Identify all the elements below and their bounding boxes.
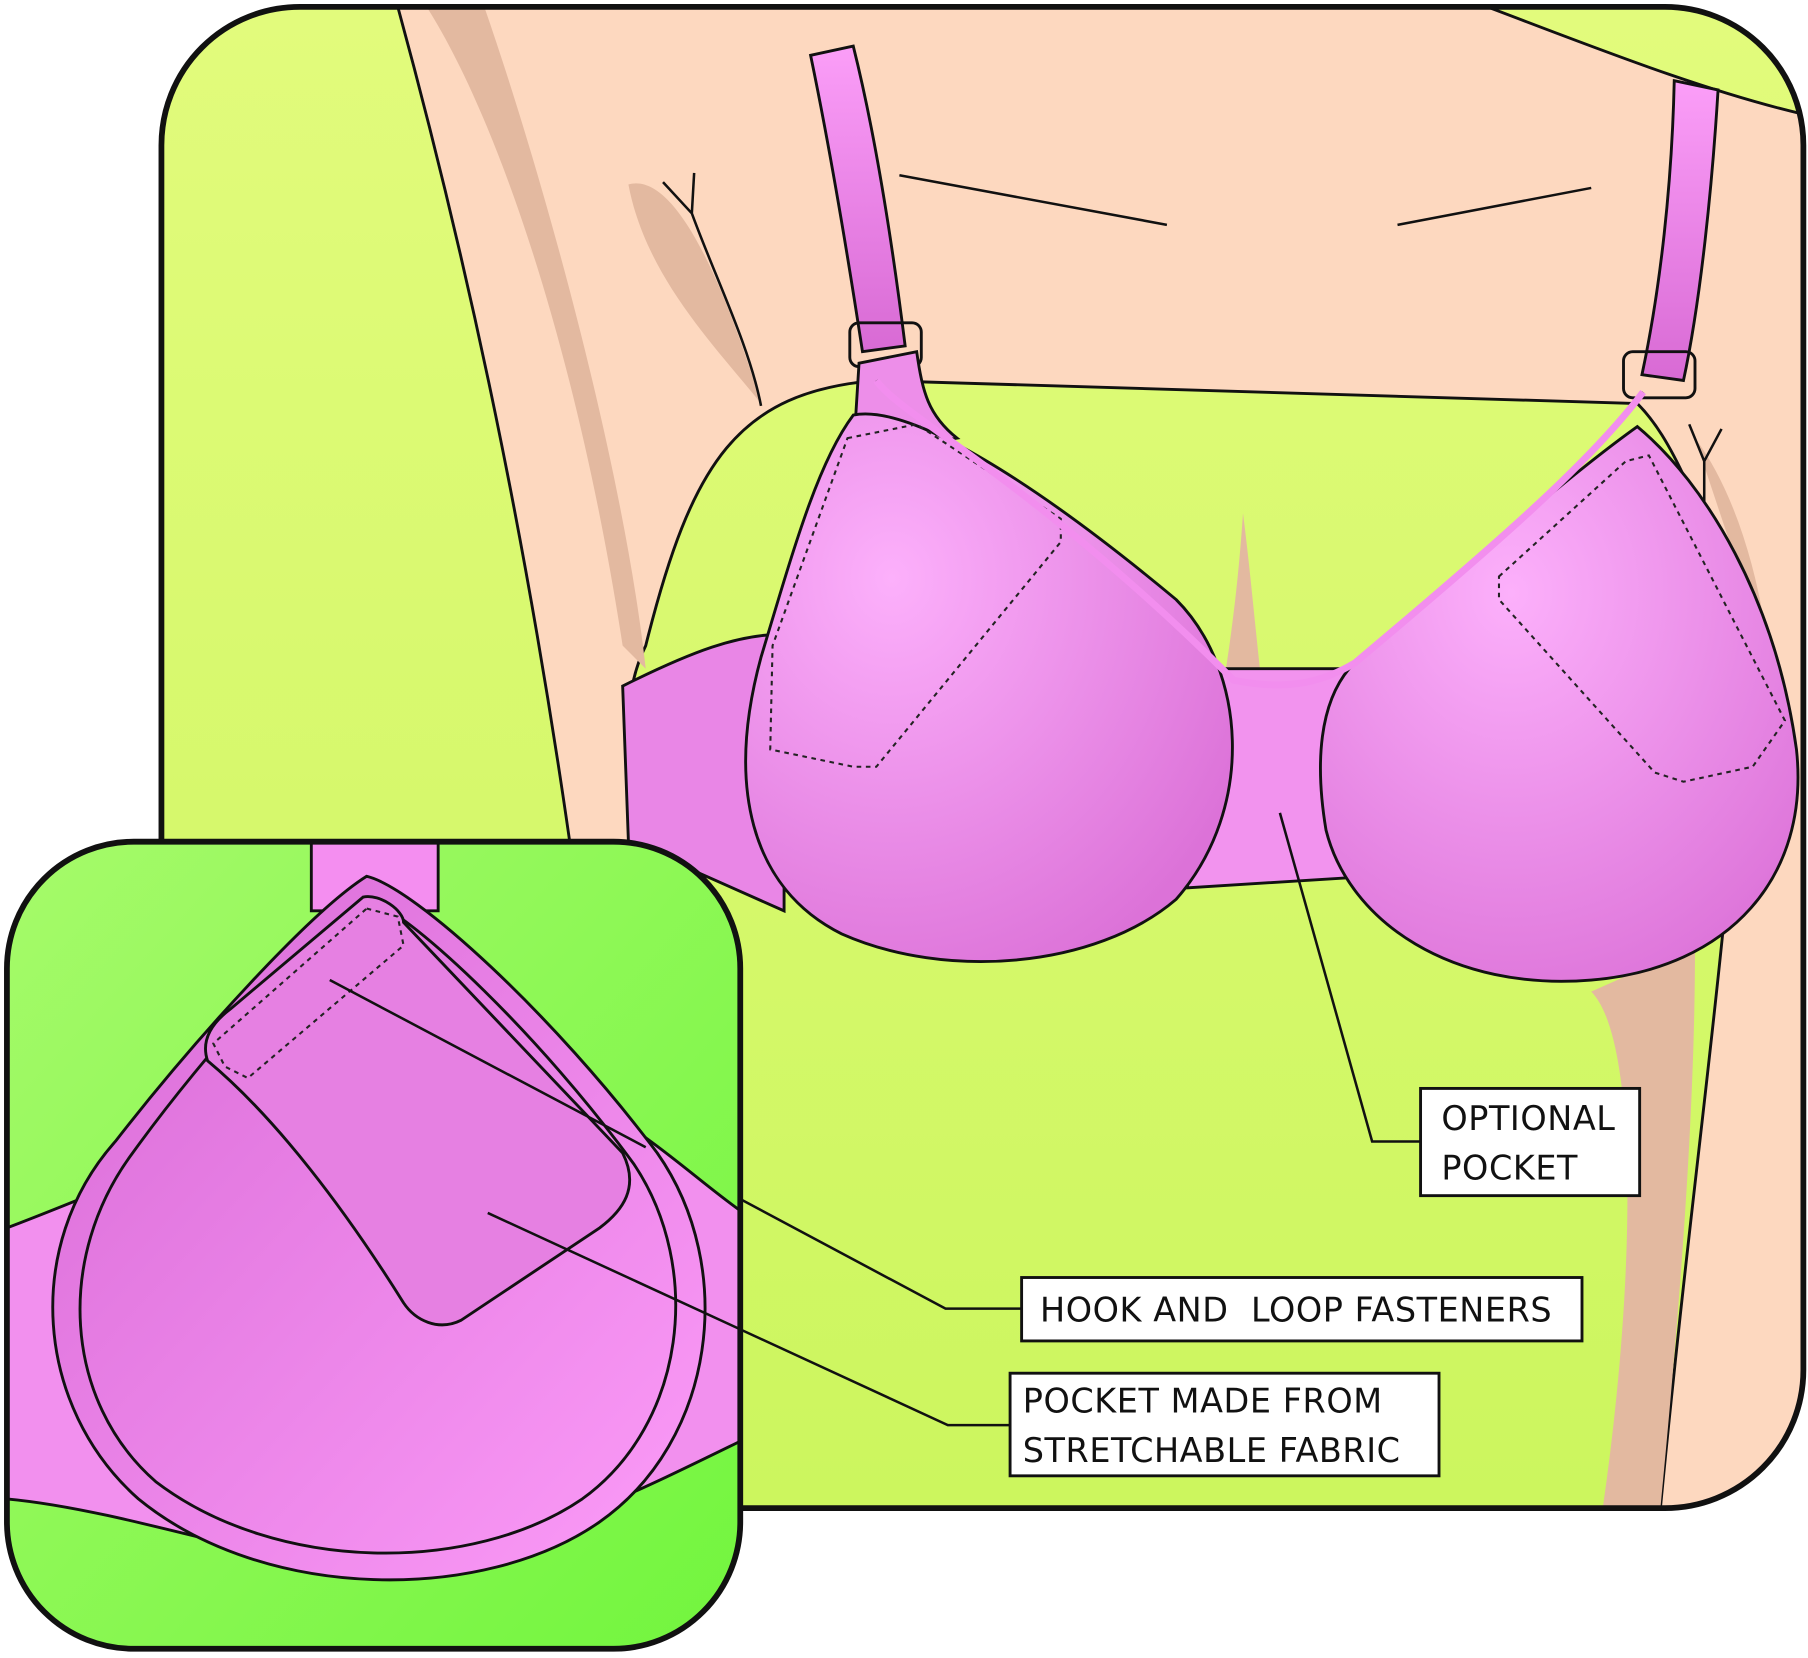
cup-right (1319, 424, 1800, 983)
main-panel-border (158, 4, 1807, 1511)
hook-loop-fastener-outline (212, 907, 405, 1080)
label-text: POCKET MADE FROM (1023, 1381, 1383, 1420)
strap-left (808, 44, 907, 354)
strap-slider-right (1622, 350, 1697, 400)
label-text: POCKET (1441, 1149, 1578, 1188)
pocket-left-outline (769, 423, 1062, 768)
label-hook-and-loop: HOOK AND LOOP FASTENERS (1020, 1276, 1584, 1343)
label-text: OPTIONAL (1441, 1099, 1615, 1138)
inset-panel (6, 841, 741, 1649)
arm-shadow (426, 6, 646, 669)
label-optional-pocket: OPTIONAL POCKET (1419, 1086, 1642, 1198)
inset-panel-border (4, 838, 744, 1652)
pocket-right-outline (1497, 454, 1787, 783)
label-stretch-pocket: POCKET MADE FROM STRETCHABLE FABRIC (1008, 1371, 1441, 1478)
inset-pocket (204, 895, 632, 1327)
armpit-shadow (628, 183, 762, 404)
cleavage-shadow (1222, 513, 1263, 692)
cup-left (744, 412, 1234, 964)
strap-right (1640, 78, 1720, 383)
label-text: STRETCHABLE FABRIC (1023, 1431, 1401, 1470)
side-shadow (1591, 945, 1695, 1509)
label-text: HOOK AND LOOP FASTENERS (1040, 1290, 1552, 1329)
